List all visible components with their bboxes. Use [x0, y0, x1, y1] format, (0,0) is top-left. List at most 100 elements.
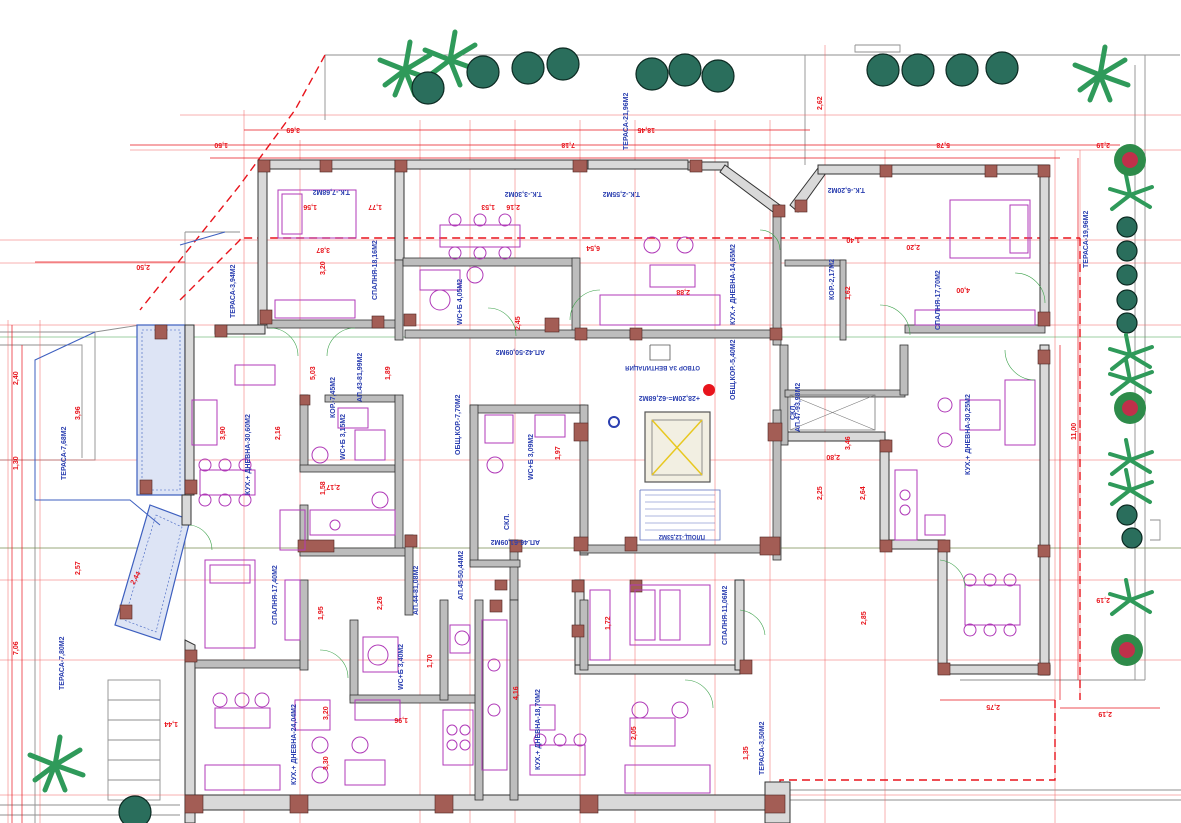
- dimension: 2,20: [906, 243, 920, 250]
- room-label: СПАЛНЯ-11,06М2: [722, 585, 729, 645]
- dimension: 3,46: [845, 436, 852, 450]
- exterior-walls: [181, 159, 1051, 823]
- room-label: КОР.-7,45М2: [330, 377, 337, 418]
- dimension: 7,18: [561, 141, 575, 148]
- dimension: 18,45: [637, 126, 655, 133]
- apartment-label: АП.47-93,98М2: [795, 383, 802, 432]
- dimension-ticks: [11, 129, 1160, 823]
- dimension: 5,78: [936, 141, 950, 148]
- room-label: WC+Б 3,15М2: [340, 414, 347, 460]
- dimension: 3,20: [323, 706, 330, 720]
- dimension: 2,80: [826, 453, 840, 460]
- dimension: 2,45: [515, 316, 522, 330]
- dimension: 1,96: [394, 716, 408, 723]
- door-swings: [189, 229, 1046, 709]
- room-label: КОР.-2,17М2: [829, 259, 836, 300]
- room-label: ОБЩ.КОР.-5,40М2: [730, 339, 737, 400]
- room-label: ОБЩ.КОР.-7,70М2: [455, 394, 462, 455]
- dimension: 1,70: [427, 654, 434, 668]
- dimension: 2,88: [676, 288, 690, 295]
- terrace-label: ТЕРАСА-3,94М2: [230, 264, 237, 318]
- dimension: 7,06: [13, 641, 20, 655]
- dimension: 2,17: [326, 483, 340, 490]
- room-label: КУХ.+ ДНЕВНА-30,60М2: [245, 414, 252, 495]
- apartment-label: АП.46-61,09М2: [491, 538, 540, 545]
- terrace-label: ТЕРАСА-19,96М2: [1083, 211, 1090, 268]
- dimension: 3,87: [316, 246, 330, 253]
- dimension: 2,19: [1096, 596, 1110, 603]
- dimension: 1,72: [605, 616, 612, 630]
- room-label: WC+Б 4,05М2: [457, 279, 464, 325]
- room-label: Т.К.-6,20М2: [828, 186, 865, 193]
- dimension: 1,97: [555, 446, 562, 460]
- dimension: 1,89: [385, 366, 392, 380]
- room-label: СПАЛНЯ-18,16М2: [372, 240, 379, 300]
- palm-tree: [422, 29, 481, 88]
- dimension: 2,19: [1098, 710, 1112, 717]
- dimension: 2,05: [631, 726, 638, 740]
- room-label: КУХ.+ ДНЕВНА-14,65М2: [730, 244, 737, 325]
- dimension: 1,30: [13, 456, 20, 470]
- palm-tree: [1072, 44, 1131, 103]
- stair-core: [608, 344, 876, 541]
- dimension: 2,25: [817, 486, 824, 500]
- dimension: 3,20: [320, 261, 327, 275]
- dimension: 1,35: [743, 746, 750, 760]
- room-label: СКЛ.: [790, 404, 797, 420]
- room-label: Т.К.-3,30М2: [505, 190, 542, 197]
- shrub-row-top: [118, 47, 1019, 823]
- room-label: СПАЛНЯ-17,40М2: [272, 565, 279, 625]
- terrace-labels: ТЕРАСА-21,96М2 ТЕРАСА-7,68М2 ТЕРАСА-7,80…: [59, 93, 1090, 775]
- dimension: 2,64: [860, 486, 867, 500]
- dimension: 2,62: [817, 96, 824, 110]
- dimension: 1,44: [164, 720, 178, 727]
- terrace-label: ТЕРАСА-7,68М2: [61, 426, 68, 480]
- room-label: СПАЛНЯ-17,70М2: [935, 270, 942, 330]
- room-label: Т.К.-2,55М2: [603, 190, 640, 197]
- apartment-label: АП.44-81,08М2: [413, 566, 420, 615]
- dimension: 2,16: [275, 426, 282, 440]
- apartment-labels: АП.42-50,09М2 АП.43-81,99М2 АП.44-81,08М…: [357, 348, 802, 615]
- room-label: WC+Б 3,09М2: [528, 434, 535, 480]
- room-label: WC+Б 3,40М2: [398, 644, 405, 690]
- dimension: 1,77: [368, 203, 382, 210]
- room-label: КУХ.+ ДНЕВНА-24,04М2: [291, 704, 298, 785]
- dimension: 2,16: [506, 203, 520, 210]
- dimension: 6,54: [586, 244, 600, 251]
- terrace-label: ТЕРАСА-3,50М2: [759, 721, 766, 775]
- landing-label: ПЛОЩ.-12,53М2: [658, 533, 705, 539]
- interior-walls: [194, 204, 1046, 801]
- room-label: Т.К.-7,68М2: [313, 188, 350, 195]
- dimension: 2,19: [1096, 141, 1110, 148]
- furniture: [191, 189, 1036, 794]
- dimension: 1,58: [320, 481, 327, 495]
- ventilation-note: ОТВОР ЗА ВЕНТИЛАЦИЯ: [625, 364, 700, 370]
- dimension: 2,57: [75, 561, 82, 575]
- apartment-label: АП.45-50,44М2: [458, 551, 465, 600]
- columns: [119, 159, 1051, 814]
- dimension-labels: 18,45 7,18 1,50 5,78 2,62 2,19 3,69 2,16…: [13, 96, 1112, 770]
- stair-level-label: +28,20М=-62,68М2: [639, 394, 700, 401]
- dimension: 5,03: [310, 366, 317, 380]
- palm-column-right: [1108, 173, 1154, 616]
- dimension: 3,90: [220, 426, 227, 440]
- terrace-label: ТЕРАСА-7,80М2: [59, 636, 66, 690]
- room-label: СКЛ.: [504, 514, 511, 530]
- room-label: КУХ.+ ДНЕВНА-30,25М2: [965, 394, 972, 475]
- dimension: 1,40: [846, 236, 860, 243]
- apartment-label: АП.42-50,09М2: [496, 348, 545, 355]
- flower-trees: [1111, 144, 1146, 666]
- dashed-outline: [139, 54, 1081, 823]
- apartment-label: АП.43-81,99М2: [357, 353, 364, 402]
- dimension: 3,96: [75, 406, 82, 420]
- palm-tree: [27, 734, 86, 793]
- dimension: 3,30: [323, 756, 330, 770]
- terrace-label: ТЕРАСА-21,96М2: [623, 93, 630, 150]
- dimension: 1,56: [303, 203, 317, 210]
- room-label: КУХ.+ ДНЕВНА-18,70М2: [535, 689, 542, 770]
- dimension: 1,62: [845, 286, 852, 300]
- terrace-glazing: [34, 231, 226, 641]
- dimension: 1,53: [481, 203, 495, 210]
- dimension: 2,50: [136, 263, 150, 270]
